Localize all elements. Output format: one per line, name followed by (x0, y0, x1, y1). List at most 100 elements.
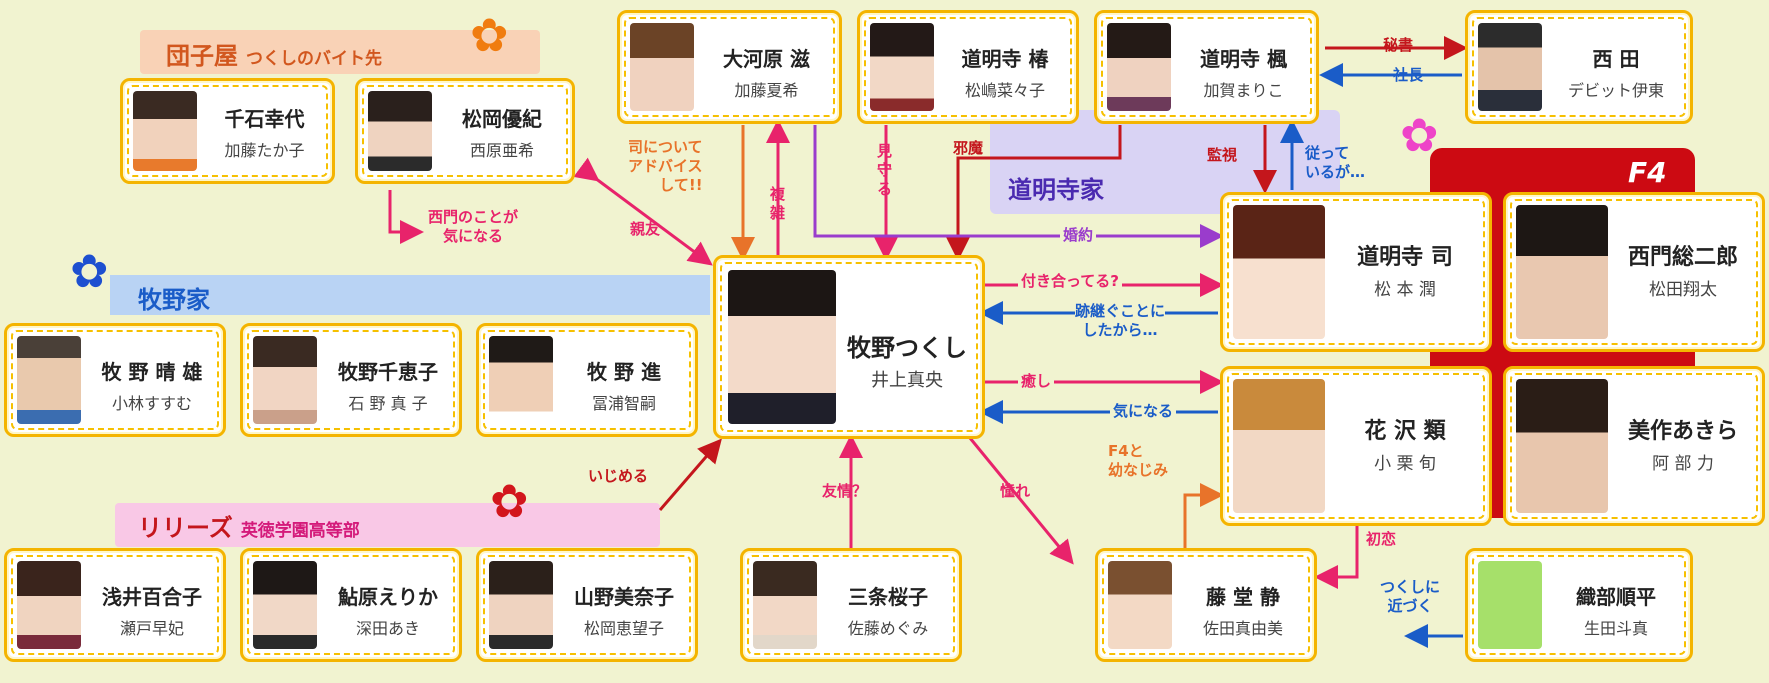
rel-hisho: 秘書 (1383, 36, 1414, 54)
rui-portrait (1233, 379, 1325, 513)
nishikado-role: 西門総二郎 (1627, 245, 1738, 270)
nishikado-portrait (1516, 205, 1608, 339)
rui-role: 花 沢 類 (1364, 419, 1446, 444)
card-akira[interactable]: 美作あきら 阿 部 力 (1503, 366, 1765, 526)
kaede-actor: 加賀まりこ (1203, 81, 1284, 100)
sengoku-portrait (133, 91, 197, 171)
yamano-role: 山野美奈子 (574, 585, 674, 609)
arrow-shizuka-rui (1183, 483, 1224, 548)
card-nishida[interactable]: 西 田 デビット伊東 (1465, 10, 1693, 124)
rel-kanshi: 監視 (1207, 146, 1238, 164)
makino-band (110, 275, 710, 315)
card-sengoku[interactable]: 千石幸代 加藤たか子 (120, 78, 335, 184)
card-tsukasa[interactable]: 道明寺 司 松 本 潤 (1220, 192, 1492, 352)
arrow-shinyu (573, 157, 713, 266)
rui-actor: 小 栗 旬 (1374, 454, 1436, 474)
card-asai[interactable]: 浅井百合子 瀬戸早妃 (4, 548, 226, 662)
rel-advice-3: して!! (659, 176, 703, 194)
haruo-role: 牧 野 晴 雄 (101, 360, 203, 384)
card-oribe[interactable]: 織部順平 生田斗真 (1465, 548, 1693, 662)
rel-yujo: 友情？ (822, 482, 868, 500)
rel-osananajimi: F4と 幼なじみ (1108, 442, 1168, 480)
rel-kininaru: 気になる (1110, 402, 1177, 421)
chieko-actor: 石 野 真 子 (348, 394, 428, 413)
nishikado-actor: 松田翔太 (1649, 280, 1717, 300)
rel-jama: 邪魔 (953, 139, 984, 157)
blue-flower-icon: ✿ (70, 244, 109, 298)
arrow-kaede-tsukushi (946, 125, 1122, 261)
card-rui[interactable]: 花 沢 類 小 栗 旬 (1220, 366, 1492, 526)
card-kaede[interactable]: 道明寺 楓 加賀まりこ (1094, 10, 1319, 124)
tsubaki-role: 道明寺 椿 (961, 47, 1049, 71)
oribe-silhouette (1478, 561, 1542, 649)
red-flower-icon: ✿ (490, 474, 529, 528)
rel-mimamoru: 見 守 る (877, 142, 892, 199)
arrow-rui-shizuka (1314, 525, 1359, 589)
haruo-actor: 小林すすむ (111, 394, 192, 413)
card-tsubaki[interactable]: 道明寺 椿 松嶋菜々子 (857, 10, 1079, 124)
asai-portrait (17, 561, 81, 649)
nishida-portrait (1478, 23, 1542, 111)
card-okawahara[interactable]: 大河原 滋 加藤夏希 (617, 10, 842, 124)
card-shizuka[interactable]: 藤 堂 静 佐田真由美 (1095, 548, 1317, 662)
akira-role: 美作あきら (1627, 419, 1738, 444)
card-haruo[interactable]: 牧 野 晴 雄 小林すすむ (4, 323, 226, 437)
lilies-label: リリーズ英徳学園高等部 (138, 508, 360, 543)
sanjo-portrait (753, 561, 817, 649)
rel-fukuzatsu-1: 複 (770, 185, 786, 203)
f4-label: F4 (1628, 156, 1667, 189)
rel-nishikado-ki: 西門のことが 気になる (428, 208, 518, 246)
okawahara-actor: 加藤夏希 (734, 81, 799, 100)
susumu-portrait (489, 336, 553, 424)
chieko-portrait (253, 336, 317, 424)
susumu-role: 牧 野 進 (587, 360, 661, 384)
oribe-role: 織部順平 (1576, 585, 1656, 609)
card-yamano[interactable]: 山野美奈子 松岡恵望子 (476, 548, 698, 662)
yamano-actor: 松岡恵望子 (583, 619, 664, 638)
rel-chikazuku-1: つくしに (1380, 578, 1441, 596)
rel-mimamoru-3: る (877, 180, 893, 198)
rel-akogare: 憧れ (1000, 482, 1031, 500)
rel-ijimeru: いじめる (588, 467, 649, 485)
rel-advice-2: アドバイス (628, 157, 703, 175)
card-chieko[interactable]: 牧野千恵子 石 野 真 子 (240, 323, 462, 437)
card-ayuhara[interactable]: 鮎原えりか 深田あき (240, 548, 462, 662)
sanjo-role: 三条桜子 (848, 585, 928, 609)
susumu-actor: 冨浦智嗣 (591, 394, 656, 413)
card-tsukushi[interactable]: 牧野つくし 井上真央 (713, 255, 985, 439)
matsuoka-role: 松岡優紀 (462, 107, 542, 131)
rel-fukuzatsu: 複 雑 (770, 185, 785, 223)
ayuhara-portrait (253, 561, 317, 649)
tsukasa-role: 道明寺 司 (1357, 245, 1453, 270)
okawahara-role: 大河原 滋 (723, 47, 810, 71)
rel-iyashi: 癒し (1018, 372, 1055, 391)
card-sanjo[interactable]: 三条桜子 佐藤めぐみ (740, 548, 962, 662)
arrow-engagement (813, 125, 1224, 248)
okawahara-portrait (630, 23, 694, 111)
shizuka-role: 藤 堂 静 (1206, 585, 1280, 609)
lilies-sub: 英徳学園高等部 (240, 521, 360, 541)
shizuka-portrait (1108, 561, 1172, 649)
f4-name: F4 (1628, 156, 1667, 189)
dango-band (140, 30, 540, 74)
lilies-band (115, 503, 660, 547)
rel-advice-1: 司について (628, 138, 703, 156)
card-nishikado[interactable]: 西門総二郎 松田翔太 (1503, 192, 1765, 352)
akira-actor: 阿 部 力 (1652, 454, 1714, 474)
card-matsuoka[interactable]: 松岡優紀 西原亜希 (355, 78, 575, 184)
rel-shitagatte: 従って いるが… (1305, 144, 1365, 182)
sanjo-actor: 佐藤めぐみ (847, 619, 929, 638)
tsubaki-actor: 松嶋菜々子 (964, 81, 1045, 100)
makino-name: 牧野家 (138, 286, 210, 314)
lilies-name: リリーズ (138, 514, 233, 542)
chieko-role: 牧野千恵子 (338, 360, 438, 384)
arrow-tsukushi-shizuka (968, 437, 1074, 565)
rel-mimamoru-2: 守 (877, 161, 893, 179)
rel-atotsugi-1: 跡継ぐことに (1075, 302, 1166, 321)
rel-nishikado-ki-2: 気になる (443, 227, 504, 245)
sengoku-actor: 加藤たか子 (224, 141, 305, 160)
card-susumu[interactable]: 牧 野 進 冨浦智嗣 (476, 323, 698, 437)
kaede-portrait (1107, 23, 1171, 111)
rel-tsukiatteru: 付き合ってる? (1018, 272, 1122, 291)
dango-name: 団子屋 (166, 42, 238, 70)
